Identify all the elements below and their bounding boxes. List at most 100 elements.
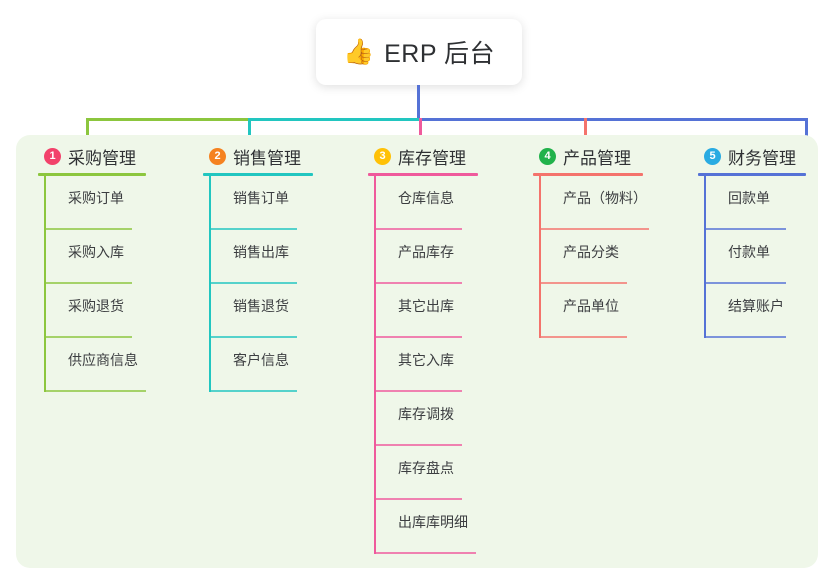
list-item[interactable]: 销售退货 — [203, 284, 313, 338]
column-items: 采购订单采购入库采购退货供应商信息 — [38, 176, 146, 392]
drop-line-1 — [86, 118, 89, 150]
column-title: 采购管理 — [68, 148, 136, 168]
root-stem-line — [417, 85, 420, 121]
list-item-label: 其它入库 — [398, 352, 454, 368]
list-item-rule — [44, 390, 146, 392]
bus-segment-3 — [419, 118, 806, 121]
column-header-2[interactable]: 2 销售管理 — [203, 143, 313, 169]
column-header-1[interactable]: 1 采购管理 — [38, 143, 146, 169]
column-spine — [44, 176, 46, 392]
list-item[interactable]: 其它入库 — [368, 338, 478, 392]
list-item-label: 产品分类 — [563, 244, 619, 260]
list-item-label: 仓库信息 — [398, 190, 454, 206]
column-header-rule — [368, 173, 478, 176]
column-title: 库存管理 — [398, 148, 466, 168]
column-spine — [539, 176, 541, 338]
root-title-card[interactable]: 👍 ERP 后台 — [316, 19, 522, 85]
list-item[interactable]: 付款单 — [698, 230, 806, 284]
list-item-label: 采购订单 — [68, 190, 124, 206]
list-item[interactable]: 其它出库 — [368, 284, 478, 338]
list-item-label: 采购入库 — [68, 244, 124, 260]
list-item-label: 库存盘点 — [398, 460, 454, 476]
drop-line-2 — [248, 118, 251, 150]
list-item[interactable]: 出库库明细 — [368, 500, 478, 554]
list-item[interactable]: 产品（物料） — [533, 176, 649, 230]
list-item[interactable]: 结算账户 — [698, 284, 806, 338]
drop-line-5 — [805, 118, 808, 150]
list-item-rule — [209, 390, 297, 392]
list-item-rule — [44, 228, 132, 230]
list-item[interactable]: 销售出库 — [203, 230, 313, 284]
column-number-badge: 1 — [44, 147, 61, 165]
list-item-rule — [539, 282, 627, 284]
list-item-rule — [374, 498, 462, 500]
list-item-rule — [209, 282, 297, 284]
list-item[interactable]: 产品库存 — [368, 230, 478, 284]
column-items: 产品（物料） 产品分类产品单位 — [533, 176, 649, 338]
column-header-rule — [38, 173, 146, 176]
column-1: 1 采购管理采购订单采购入库采购退货供应商信息 — [38, 143, 146, 392]
list-item-rule — [704, 228, 786, 230]
list-item-rule — [374, 336, 462, 338]
list-item[interactable]: 库存盘点 — [368, 446, 478, 500]
list-item-rule — [704, 282, 786, 284]
list-item-rule — [374, 282, 462, 284]
list-item[interactable]: 产品单位 — [533, 284, 643, 338]
list-item[interactable]: 产品分类 — [533, 230, 643, 284]
list-item-label: 出库库明细 — [398, 514, 468, 530]
list-item-label: 产品库存 — [398, 244, 454, 260]
column-items: 销售订单销售出库销售退货客户信息 — [203, 176, 313, 392]
column-2: 2 销售管理销售订单销售出库销售退货客户信息 — [203, 143, 313, 392]
column-number-badge: 2 — [209, 147, 226, 165]
list-item-rule — [374, 390, 462, 392]
list-item-rule — [44, 336, 132, 338]
column-header-rule — [533, 173, 643, 176]
list-item-label: 供应商信息 — [68, 352, 138, 368]
list-item[interactable]: 销售订单 — [203, 176, 313, 230]
list-item-label: 产品单位 — [563, 298, 619, 314]
list-item[interactable]: 采购订单 — [38, 176, 146, 230]
list-item-rule — [44, 282, 132, 284]
list-item-rule — [374, 552, 476, 554]
list-item[interactable]: 采购入库 — [38, 230, 146, 284]
column-spine — [209, 176, 211, 392]
list-item[interactable]: 客户信息 — [203, 338, 313, 392]
column-title: 产品管理 — [563, 148, 631, 168]
list-item[interactable]: 采购退货 — [38, 284, 146, 338]
list-item-label: 销售退货 — [233, 298, 289, 314]
list-item-rule — [374, 444, 462, 446]
list-item[interactable]: 库存调拨 — [368, 392, 478, 446]
list-item-rule — [539, 336, 627, 338]
list-item[interactable]: 供应商信息 — [38, 338, 146, 392]
column-header-3[interactable]: 3 库存管理 — [368, 143, 478, 169]
list-item-label: 销售订单 — [233, 190, 289, 206]
list-item-rule — [209, 228, 297, 230]
list-item-rule — [374, 228, 462, 230]
list-item[interactable]: 仓库信息 — [368, 176, 478, 230]
page-title: ERP 后台 — [384, 40, 496, 68]
column-spine — [374, 176, 376, 554]
column-header-rule — [698, 173, 806, 176]
drop-line-3 — [419, 118, 422, 150]
column-title: 销售管理 — [233, 148, 301, 168]
list-item[interactable]: 回款单 — [698, 176, 806, 230]
list-item-label: 客户信息 — [233, 352, 289, 368]
list-item-label: 产品（物料） — [563, 190, 647, 206]
column-spine — [704, 176, 706, 338]
column-number-badge: 3 — [374, 147, 391, 165]
list-item-label: 其它出库 — [398, 298, 454, 314]
drop-line-4 — [584, 118, 587, 150]
list-item-label: 库存调拨 — [398, 406, 454, 422]
list-item-rule — [209, 336, 297, 338]
list-item-rule — [704, 336, 786, 338]
column-3: 3 库存管理仓库信息产品库存其它出库其它入库库存调拨库存盘点出库库明细 — [368, 143, 478, 554]
column-items: 仓库信息产品库存其它出库其它入库库存调拨库存盘点出库库明细 — [368, 176, 478, 554]
column-number-badge: 5 — [704, 147, 721, 165]
column-header-rule — [203, 173, 313, 176]
list-item-label: 付款单 — [728, 244, 770, 260]
list-item-label: 销售出库 — [233, 244, 289, 260]
